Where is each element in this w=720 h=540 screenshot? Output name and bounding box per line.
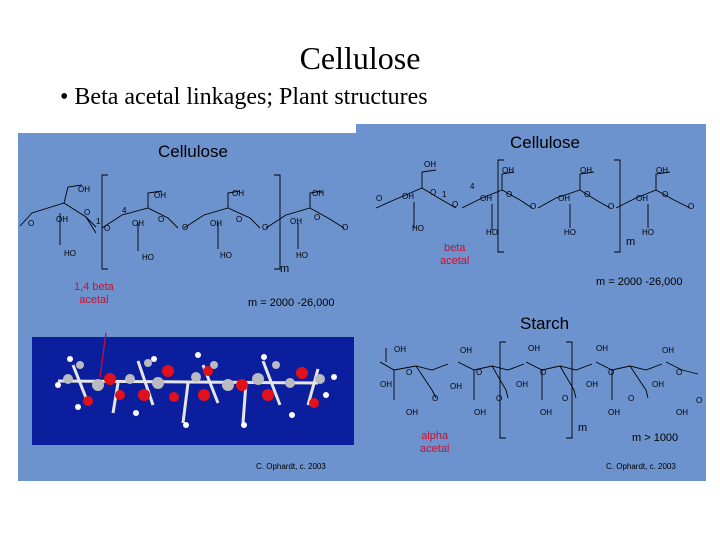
atom-label: OH — [502, 166, 514, 175]
atom-label: HO — [142, 253, 154, 262]
carbon-number: 1 — [96, 217, 101, 226]
atom-label: O — [562, 394, 569, 403]
atom-label: O — [608, 202, 615, 211]
atom-label: O — [476, 368, 483, 377]
atom-label: OH — [528, 344, 540, 353]
left-chain-structure — [19, 174, 345, 270]
atom-label: O — [28, 219, 35, 228]
repeat-count: m = 2000 -26,000 — [248, 297, 335, 309]
bullet-marker: • — [60, 84, 69, 110]
atom-label: O — [314, 213, 321, 222]
atom-label: O — [262, 223, 269, 232]
atom-label: O — [608, 368, 615, 377]
model-atoms — [55, 332, 337, 428]
alpha-acetal-label: alpha acetal — [420, 430, 450, 455]
atom-label: O — [182, 223, 189, 232]
atom-label: O — [506, 190, 513, 199]
atom-label: OH — [232, 189, 244, 198]
atom-label: O — [376, 194, 383, 203]
atom-label: OH — [636, 194, 648, 203]
atom-label: OH — [474, 408, 486, 417]
atom-label: OH — [596, 344, 608, 353]
atom-label: O — [540, 368, 547, 377]
atom-label: O — [676, 368, 683, 377]
atom-label: OH — [78, 185, 90, 194]
linkage-label: 1,4 beta acetal — [74, 281, 114, 306]
atom-label: OH — [154, 191, 166, 200]
atom-label: O — [584, 190, 591, 199]
atom-label: OH — [460, 346, 472, 355]
atom-label: O — [84, 208, 91, 217]
left-cellulose-figure: Cellulose OH O OH O HO 1 O — [18, 133, 356, 481]
atom-label: OH — [540, 408, 552, 417]
atom-label: HO — [412, 224, 424, 233]
atom-label: O — [662, 190, 669, 199]
starch-repeat-count: m > 1000 — [632, 432, 679, 444]
beta-acetal-label: beta acetal — [440, 242, 470, 267]
credit-text: C. Ophardt, c. 2003 — [256, 462, 326, 471]
starch-heading: Starch — [520, 314, 570, 333]
atom-label: HO — [296, 251, 308, 260]
atom-label: O — [496, 394, 503, 403]
atom-label: OH — [608, 408, 620, 417]
atom-label: OH — [652, 380, 664, 389]
left-heading: Cellulose — [158, 142, 228, 161]
starch-m-label: m — [578, 422, 588, 434]
atom-label: OH — [450, 382, 462, 391]
slide-title: Cellulose — [299, 40, 421, 76]
atom-label: HO — [564, 228, 576, 237]
cellulose-3d-model — [32, 337, 354, 445]
atom-label: O — [696, 396, 703, 405]
atom-label: OH — [676, 408, 688, 417]
repeat-m-label: m — [280, 263, 290, 275]
atom-label: OH — [656, 166, 668, 175]
atom-label: OH — [312, 189, 324, 198]
atom-label: OH — [56, 215, 68, 224]
atom-label: OH — [424, 160, 436, 169]
carbon-number: 4 — [470, 182, 475, 191]
atom-label: O — [158, 215, 165, 224]
atom-label: OH — [580, 166, 592, 175]
atom-label: O — [628, 394, 635, 403]
carbon-number: 1 — [442, 190, 447, 199]
starch-structure — [379, 341, 699, 439]
atom-label: O — [236, 215, 243, 224]
atom-label: O — [452, 200, 459, 209]
atom-label: OH — [558, 194, 570, 203]
atom-label: OH — [132, 219, 144, 228]
atom-label: O — [530, 202, 537, 211]
atom-label: OH — [402, 192, 414, 201]
atom-label: OH — [290, 217, 302, 226]
credit-text: C. Ophardt, c. 2003 — [606, 462, 676, 471]
atom-label: OH — [480, 194, 492, 203]
right-cellulose-starch-figure: Cellulose OH OH OH OH O OH O 1 O 4 OH O … — [356, 124, 706, 481]
atom-label: HO — [486, 228, 498, 237]
atom-label: O — [406, 368, 413, 377]
repeat-count: m = 2000 -26,000 — [596, 276, 683, 288]
atom-label: O — [104, 224, 111, 233]
atom-label: O — [430, 188, 437, 197]
atom-label: OH — [394, 345, 406, 354]
atom-label: HO — [64, 249, 76, 258]
atom-label: O — [432, 394, 439, 403]
atom-label: O — [688, 202, 695, 211]
right-cellulose-structure — [375, 159, 691, 253]
right-heading: Cellulose — [510, 133, 580, 152]
atom-label: OH — [210, 219, 222, 228]
atom-label: HO — [642, 228, 654, 237]
repeat-m-label: m — [626, 236, 636, 248]
atom-label: HO — [220, 251, 232, 260]
atom-label: OH — [516, 380, 528, 389]
atom-label: OH — [662, 346, 674, 355]
atom-label: OH — [406, 408, 418, 417]
atom-label: OH — [380, 380, 392, 389]
bullet-text: Beta acetal linkages; Plant structures — [74, 84, 428, 110]
atom-label: O — [342, 223, 349, 232]
bullet-point: • Beta acetal linkages; Plant structures — [60, 84, 428, 111]
atom-label: OH — [586, 380, 598, 389]
carbon-number: 4 — [122, 206, 127, 215]
